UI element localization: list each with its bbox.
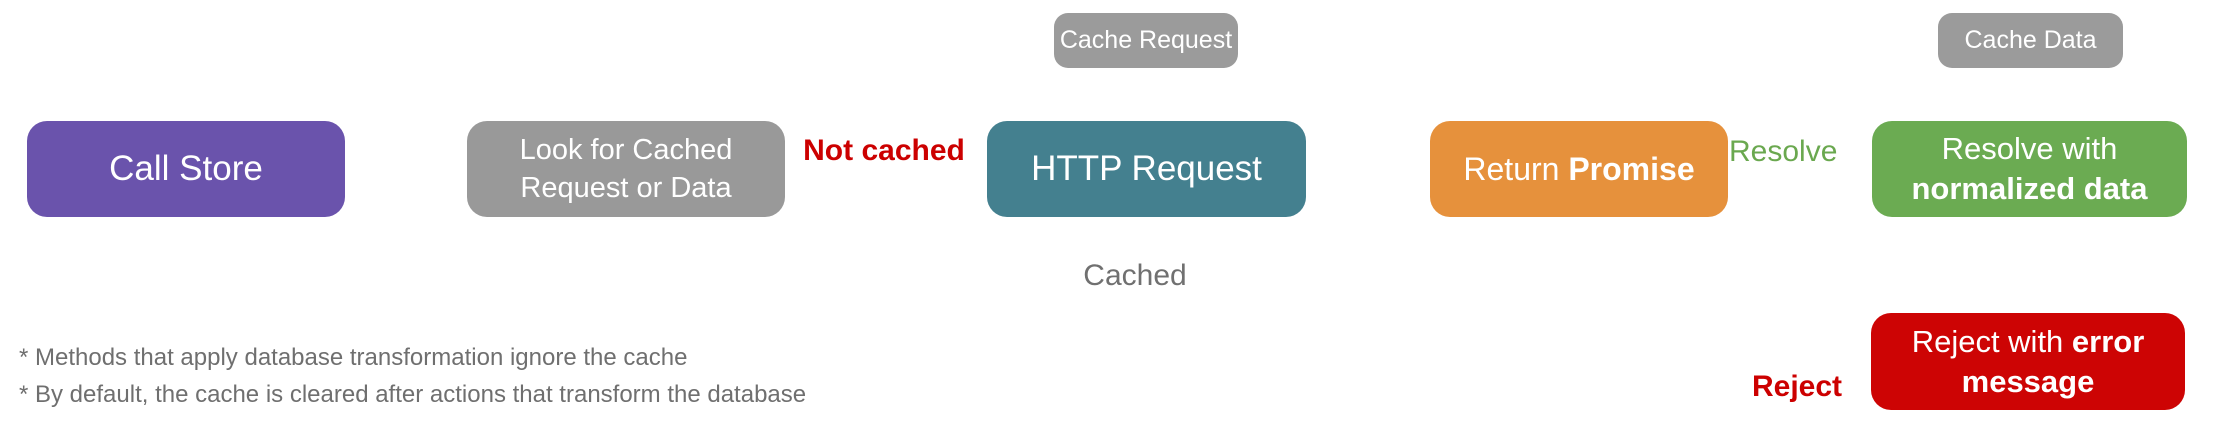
node-return-promise: Return Promise	[1430, 121, 1728, 217]
node-cache-data: Cache Data	[1938, 13, 2123, 68]
node-cache-request-label: Cache Request	[1059, 26, 1233, 54]
node-http-request: HTTP Request	[987, 121, 1306, 217]
node-call-store: Call Store	[27, 121, 345, 217]
footnotes: * Methods that apply database transforma…	[19, 339, 806, 413]
node-look-for-cached-line2: Request or Data	[520, 172, 732, 204]
footnote-line2: * By default, the cache is cleared after…	[19, 381, 807, 408]
node-cache-request: Cache Request	[1054, 13, 1238, 68]
edge-label-resolve: Resolve	[1729, 135, 1838, 168]
node-reject-line1: Reject with error	[1911, 323, 2145, 359]
edge-label-reject: Reject	[1751, 370, 1843, 403]
edge-label-not-cached: Not cached	[803, 134, 965, 167]
node-cache-data-label: Cache Data	[1964, 26, 2097, 54]
node-call-store-label: Call Store	[109, 149, 263, 188]
node-look-for-cached-line1: Look for Cached	[519, 134, 733, 166]
node-resolve-line2: normalized data	[1911, 171, 2148, 206]
node-reject-line2: message	[1961, 363, 2095, 399]
node-return-promise-label: Return Promise	[1463, 150, 1695, 187]
node-look-for-cached: Look for Cached Request or Data	[467, 121, 785, 217]
footnote-line1: * Methods that apply database transforma…	[19, 344, 688, 371]
node-resolve-line1: Resolve with	[1941, 131, 2118, 166]
node-http-request-label: HTTP Request	[1031, 149, 1262, 188]
edge-label-cached: Cached	[1083, 259, 1187, 292]
node-reject-with-error-message: Reject with error message	[1871, 313, 2185, 410]
node-resolve-with-normalized-data: Resolve with normalized data	[1872, 121, 2187, 217]
